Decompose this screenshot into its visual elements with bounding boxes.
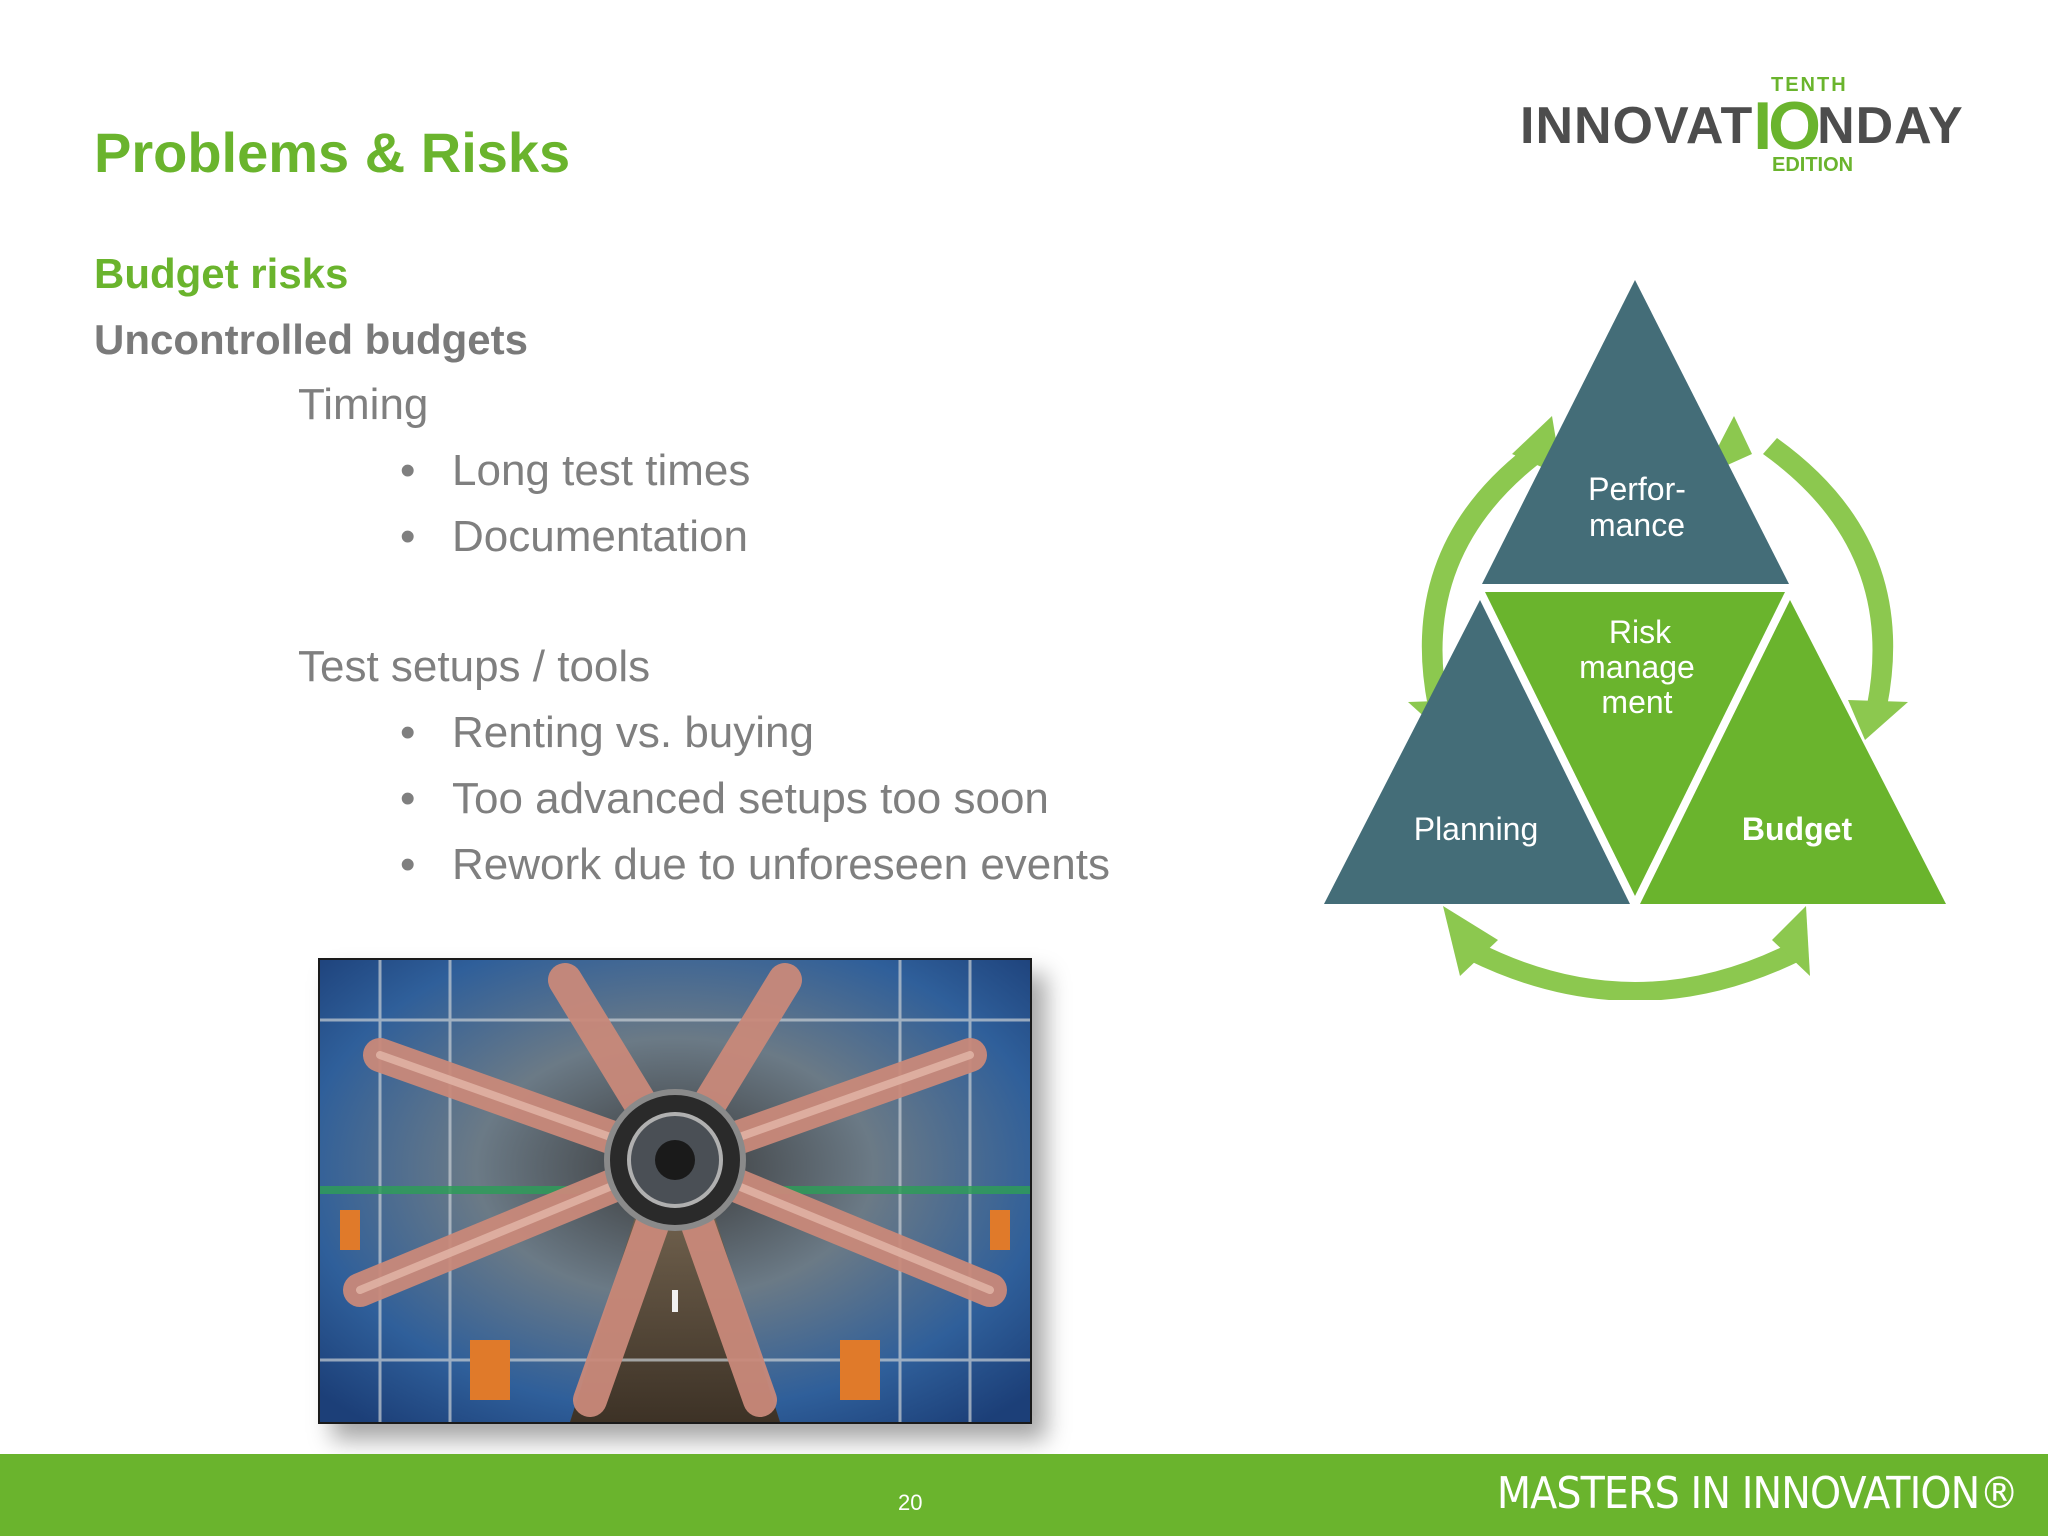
detector-illustration xyxy=(320,960,1030,1422)
bullet-dot: • xyxy=(400,840,416,889)
logo-wordmark: INNOVATIONDAY xyxy=(1520,92,1964,160)
logo-wordmark-right: NDAY xyxy=(1817,97,1964,155)
bullet-dot: • xyxy=(400,512,416,561)
section-heading: Budget risks xyxy=(94,250,349,297)
logo-wordmark-left: INNOVAT xyxy=(1520,97,1754,155)
page-number: 20 xyxy=(898,1490,923,1515)
bullet-dot: • xyxy=(400,774,416,823)
logo-edition-text: EDITION xyxy=(1772,154,1854,176)
bullet-dot: • xyxy=(400,708,416,757)
label-risk-2: manage xyxy=(1579,649,1695,685)
arrow-head-bottom-left xyxy=(1443,906,1498,976)
bullet-text: Rework due to unforeseen events xyxy=(452,840,1110,889)
label-risk-1: Risk xyxy=(1609,614,1672,650)
triangle-budget xyxy=(1640,600,1946,904)
label-budget: Budget xyxy=(1742,811,1853,847)
arrow-head-right-bottom xyxy=(1848,700,1908,740)
innovation-day-logo: TENTH INNOVATIONDAY EDITION xyxy=(1520,70,2020,180)
section-subheading: Uncontrolled budgets xyxy=(94,316,528,363)
group-label-test-setups: Test setups / tools xyxy=(298,642,651,691)
label-planning: Planning xyxy=(1414,811,1539,847)
arrow-head-bottom-right xyxy=(1772,906,1810,976)
cycle-arrow-bottom xyxy=(1468,942,1802,1000)
particle-detector-photo xyxy=(318,958,1032,1424)
bullet-dot: • xyxy=(400,446,416,495)
label-performance-2: mance xyxy=(1589,507,1685,543)
triangle-planning xyxy=(1324,600,1630,904)
triangle-risk-management xyxy=(1485,592,1785,896)
risk-triangle-diagram: Perfor- mance Risk manage ment Planning … xyxy=(1324,280,1946,1000)
bullet-text: Renting vs. buying xyxy=(452,708,814,757)
cycle-arrow-left xyxy=(1421,438,1552,707)
group-label-timing: Timing xyxy=(298,380,429,429)
bullet-text: Too advanced setups too soon xyxy=(452,774,1049,823)
slide-title: Problems & Risks xyxy=(94,121,571,184)
label-risk-3: ment xyxy=(1601,684,1672,720)
triangle-performance xyxy=(1482,280,1789,584)
label-performance-1: Perfor- xyxy=(1588,471,1686,507)
logo-tenth-text: TENTH xyxy=(1771,74,1848,96)
bullet-text: Documentation xyxy=(452,512,748,561)
footer-bar: 20 MASTERS IN INNOVATION® xyxy=(0,1454,2048,1536)
logo-io-mark: IO xyxy=(1753,88,1821,164)
cycle-arrow-right xyxy=(1763,438,1894,707)
bullet-text: Long test times xyxy=(452,446,751,495)
masters-in-innovation-logo: MASTERS IN INNOVATION® xyxy=(1496,1468,2019,1519)
